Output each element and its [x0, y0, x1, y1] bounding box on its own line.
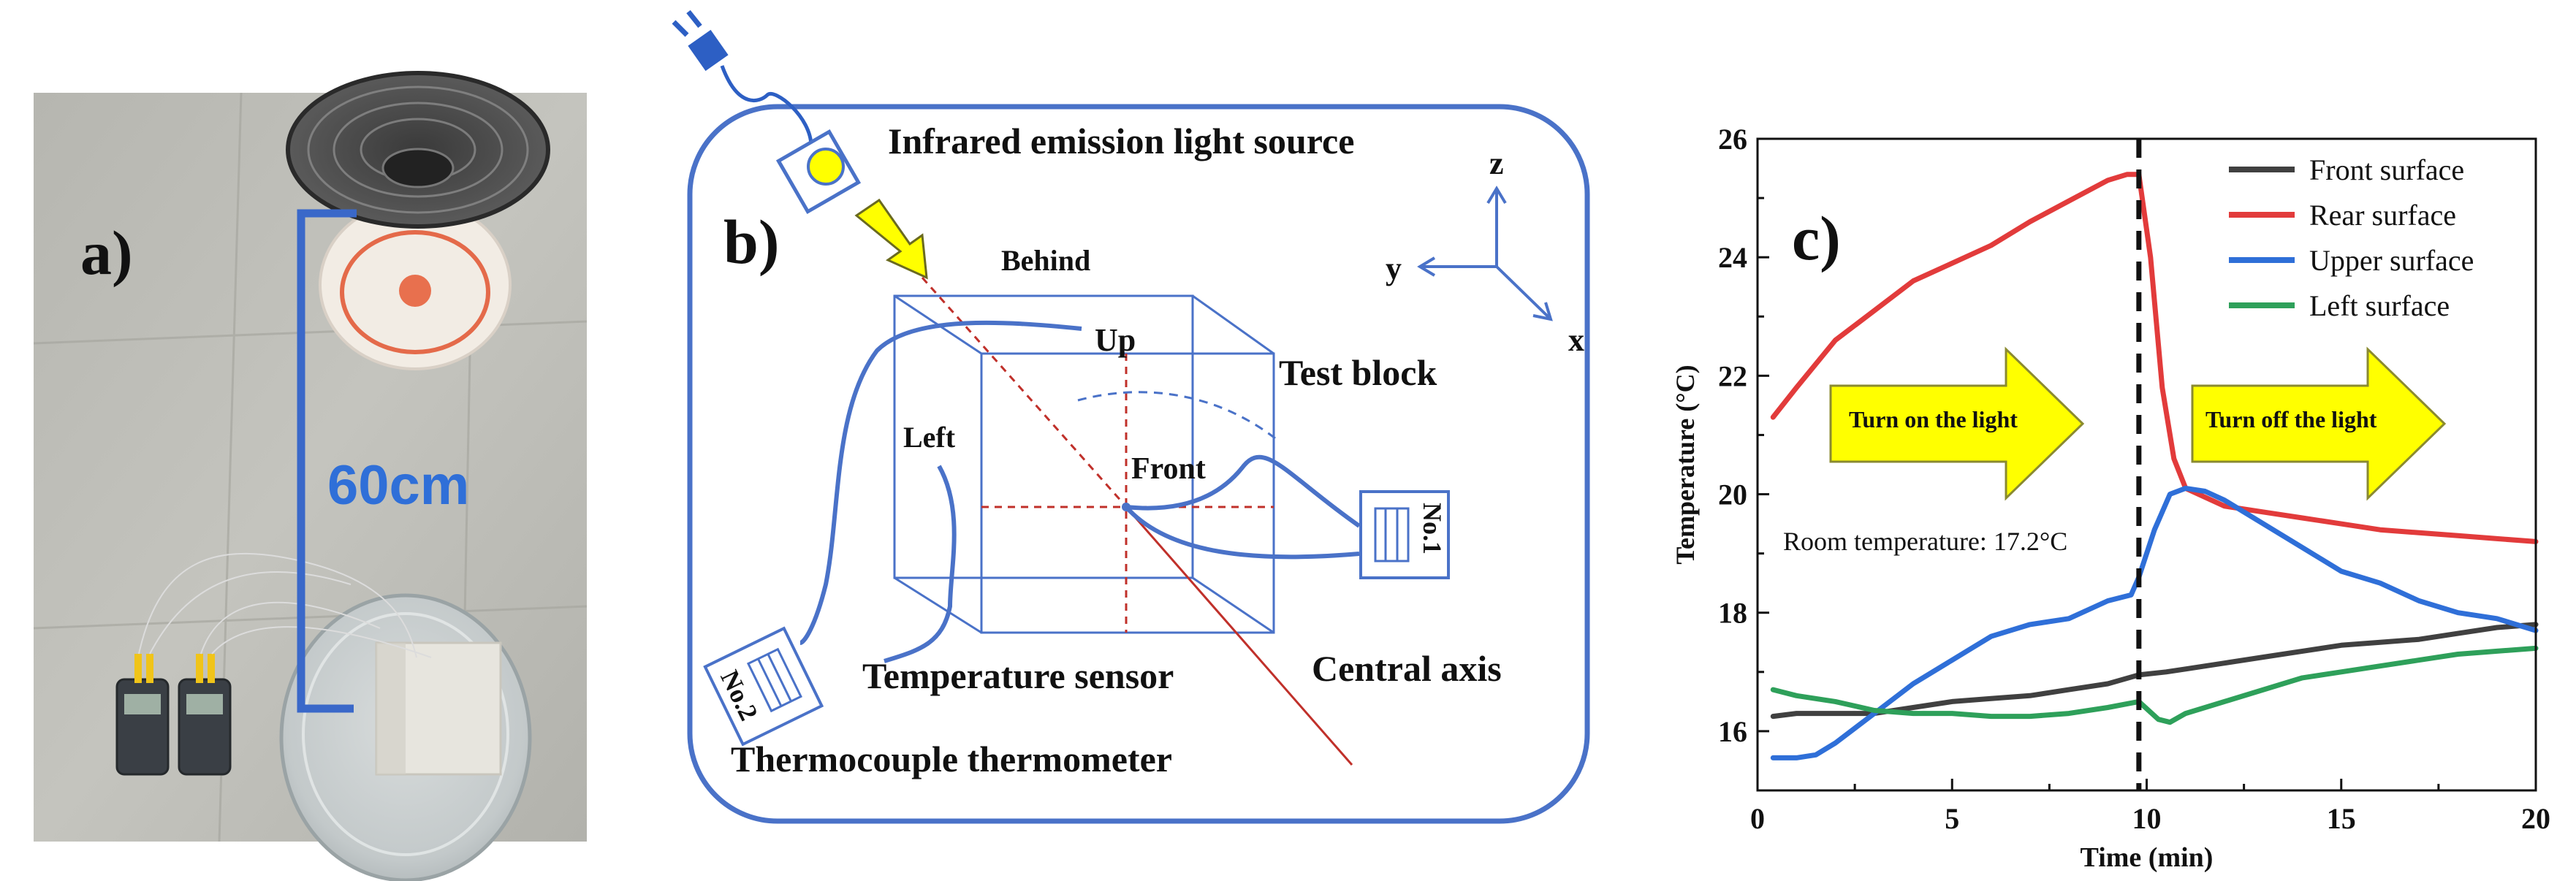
legend-entry: Front surface — [2309, 153, 2464, 186]
axis-y-label: y — [1386, 251, 1402, 286]
x-tick-label: 0 — [1750, 802, 1765, 835]
x-tick-label: 5 — [1945, 802, 1959, 835]
legend-entry: Rear surface — [2309, 199, 2456, 232]
series-line-rear-surface — [1770, 172, 2539, 544]
fan-knob — [399, 275, 431, 307]
front-label: Front — [1131, 452, 1206, 486]
y-tick-label: 22 — [1718, 359, 1747, 392]
central-axis-label: Central axis — [1312, 648, 1502, 689]
y-axis-label: Temperature (°C) — [1671, 365, 1700, 564]
y-tick-label: 20 — [1718, 478, 1747, 511]
room-temperature-label: Room temperature: 17.2°C — [1783, 527, 2067, 556]
chart-annotations: Turn on the light Turn off the light Roo… — [1783, 346, 2447, 556]
turn-off-arrow-icon — [2191, 346, 2447, 501]
panel-a: a) 60cm — [33, 71, 588, 881]
panel-a-label: a) — [80, 218, 133, 288]
axis-x-label: x — [1568, 322, 1584, 358]
x-tick-label: 20 — [2521, 802, 2550, 835]
distance-bracket — [297, 209, 357, 713]
thermometer-no2-icon: No.2 — [703, 626, 824, 747]
turn-on-label: Turn on the light — [1849, 406, 2018, 432]
x-tick-label: 15 — [2327, 802, 2356, 835]
panel-b-label: b) — [723, 207, 779, 277]
light-source-icon — [775, 129, 862, 215]
thermocouple-thermometer-label: Thermocouple thermometer — [731, 739, 1172, 779]
series-line-left-surface — [1770, 645, 2539, 725]
panel-c-label: c) — [1792, 203, 1841, 273]
power-plug-icon — [672, 9, 813, 147]
fan — [286, 71, 550, 370]
light-arrow-icon — [854, 198, 928, 280]
turn-off-label: Turn off the light — [2205, 406, 2377, 432]
light-source-label: Infrared emission light source — [888, 121, 1354, 161]
up-label: Up — [1095, 322, 1136, 358]
axis-z-label: z — [1489, 145, 1504, 181]
left-label: Left — [903, 421, 956, 454]
behind-label: Behind — [1001, 244, 1090, 277]
x-axis-label: Time (min) — [2081, 842, 2214, 873]
coordinate-axes-icon — [1417, 186, 1553, 321]
y-tick-label: 16 — [1718, 715, 1747, 748]
sensor-wires — [799, 320, 1361, 663]
y-tick-label: 26 — [1718, 123, 1747, 156]
y-tick-label: 18 — [1718, 597, 1747, 630]
diagram-frame — [687, 104, 1590, 824]
fan-base-ring — [340, 230, 490, 354]
hidden-wire — [1077, 391, 1276, 440]
water-bowl — [279, 593, 532, 881]
thermometer-no1-icon — [1359, 490, 1450, 579]
turn-on-arrow-icon — [1829, 346, 2085, 501]
thermometers-photo — [115, 552, 432, 776]
legend-entry: Upper surface — [2309, 244, 2474, 277]
thermometer-no1-label: No.1 — [1418, 503, 1447, 554]
test-block-label: Test block — [1279, 352, 1437, 393]
central-axis-line — [1125, 506, 1353, 766]
temperature-sensor-label: Temperature sensor — [862, 655, 1174, 696]
legend-entry: Left surface — [2309, 289, 2450, 322]
distance-label: 60cm — [327, 454, 469, 516]
test-block-cube — [893, 294, 1275, 634]
x-tick-label: 10 — [2132, 802, 2162, 835]
panel-b: Infrared emission light source Behind b)… — [672, 9, 1590, 824]
y-tick-label: 24 — [1718, 241, 1747, 274]
